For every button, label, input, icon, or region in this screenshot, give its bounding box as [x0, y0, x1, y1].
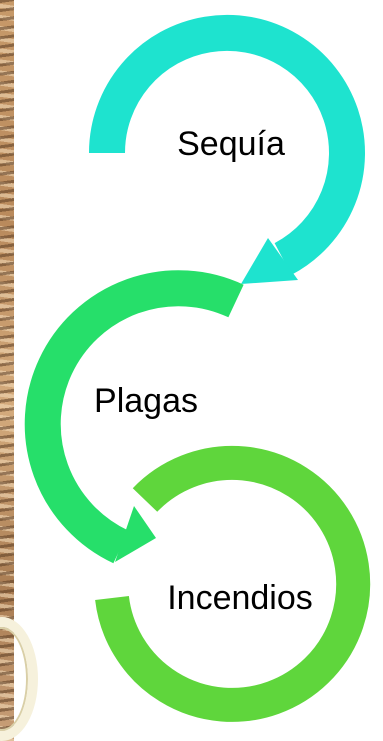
label-plagas: Plagas: [94, 382, 198, 420]
label-sequia: Sequía: [177, 125, 285, 163]
label-incendios: Incendios: [167, 579, 313, 617]
cycle-sequia: Sequía: [107, 33, 347, 284]
cycle-incendios: Incendios: [112, 463, 353, 705]
cycle-plagas: Plagas: [43, 288, 236, 562]
